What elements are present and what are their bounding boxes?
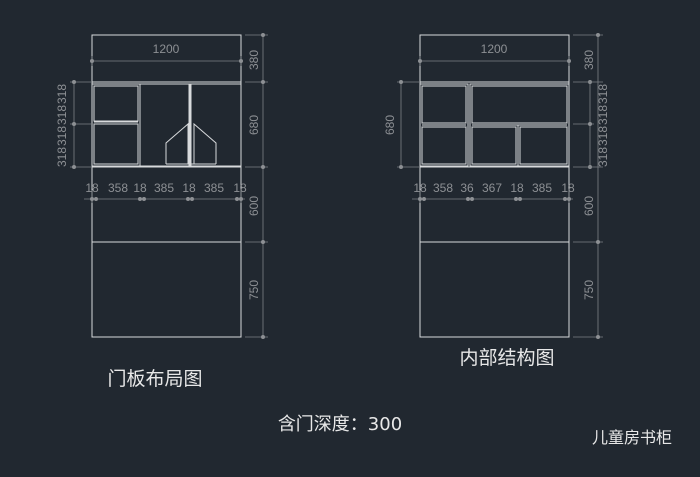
left-width-dimension: 1200 xyxy=(153,42,180,56)
right-bottom-dim-2: 358 xyxy=(433,181,453,195)
left-cabinet-outline xyxy=(91,34,242,338)
left-height-dim-2: 680 xyxy=(247,115,261,135)
right-side-dim-2: 318 xyxy=(596,105,610,125)
right-height-dim-1: 380 xyxy=(582,50,596,70)
right-side-dim-4: 318 xyxy=(596,147,610,167)
left-bottom-dim-6: 385 xyxy=(204,181,224,195)
left-bottom-dim-7: 18 xyxy=(233,181,247,195)
left-height-dim-4: 750 xyxy=(247,280,261,300)
right-bottom-dim-3: 36 xyxy=(460,181,474,195)
right-height-dim-3: 600 xyxy=(582,196,596,216)
right-side-dim-1: 318 xyxy=(596,84,610,104)
left-side-dim-2: 318 xyxy=(55,105,69,125)
left-height-dim-3: 600 xyxy=(247,196,261,216)
right-left-dimension: 680 xyxy=(383,115,397,135)
right-side-dim-3: 318 xyxy=(596,126,610,146)
right-bottom-dim-5: 18 xyxy=(510,181,524,195)
left-side-dim-4: 318 xyxy=(55,147,69,167)
depth-note: 含门深度：300 xyxy=(278,414,402,435)
right-caption: 内部结构图 xyxy=(459,347,554,369)
right-width-dimension: 1200 xyxy=(481,42,508,56)
left-height-dim-1: 380 xyxy=(247,50,261,70)
left-side-dim-3: 318 xyxy=(55,126,69,146)
left-elevation: 1200 318 318 318 318 xyxy=(55,33,268,390)
left-bottom-dim-1: 18 xyxy=(85,181,99,195)
left-side-dim-1: 318 xyxy=(55,84,69,104)
left-bottom-dim-2: 358 xyxy=(108,181,128,195)
house-door-right xyxy=(193,122,217,164)
right-bottom-dim-4: 367 xyxy=(482,181,502,195)
right-bottom-dim-7: 18 xyxy=(561,181,575,195)
right-bottom-dim-1: 18 xyxy=(413,181,427,195)
right-height-dim-4: 750 xyxy=(582,280,596,300)
left-bottom-dim-4: 385 xyxy=(154,181,174,195)
drawing-title: 儿童房书柜 xyxy=(592,428,672,447)
left-bottom-dim-5: 18 xyxy=(182,181,196,195)
left-caption: 门板布局图 xyxy=(107,368,202,390)
right-cabinet-outline xyxy=(419,34,570,338)
right-elevation: 1200 680 18 358 36 367 18 xyxy=(383,33,610,369)
right-bottom-dim-6: 385 xyxy=(532,181,552,195)
house-door-left xyxy=(165,122,189,164)
left-bottom-dim-3: 18 xyxy=(133,181,147,195)
